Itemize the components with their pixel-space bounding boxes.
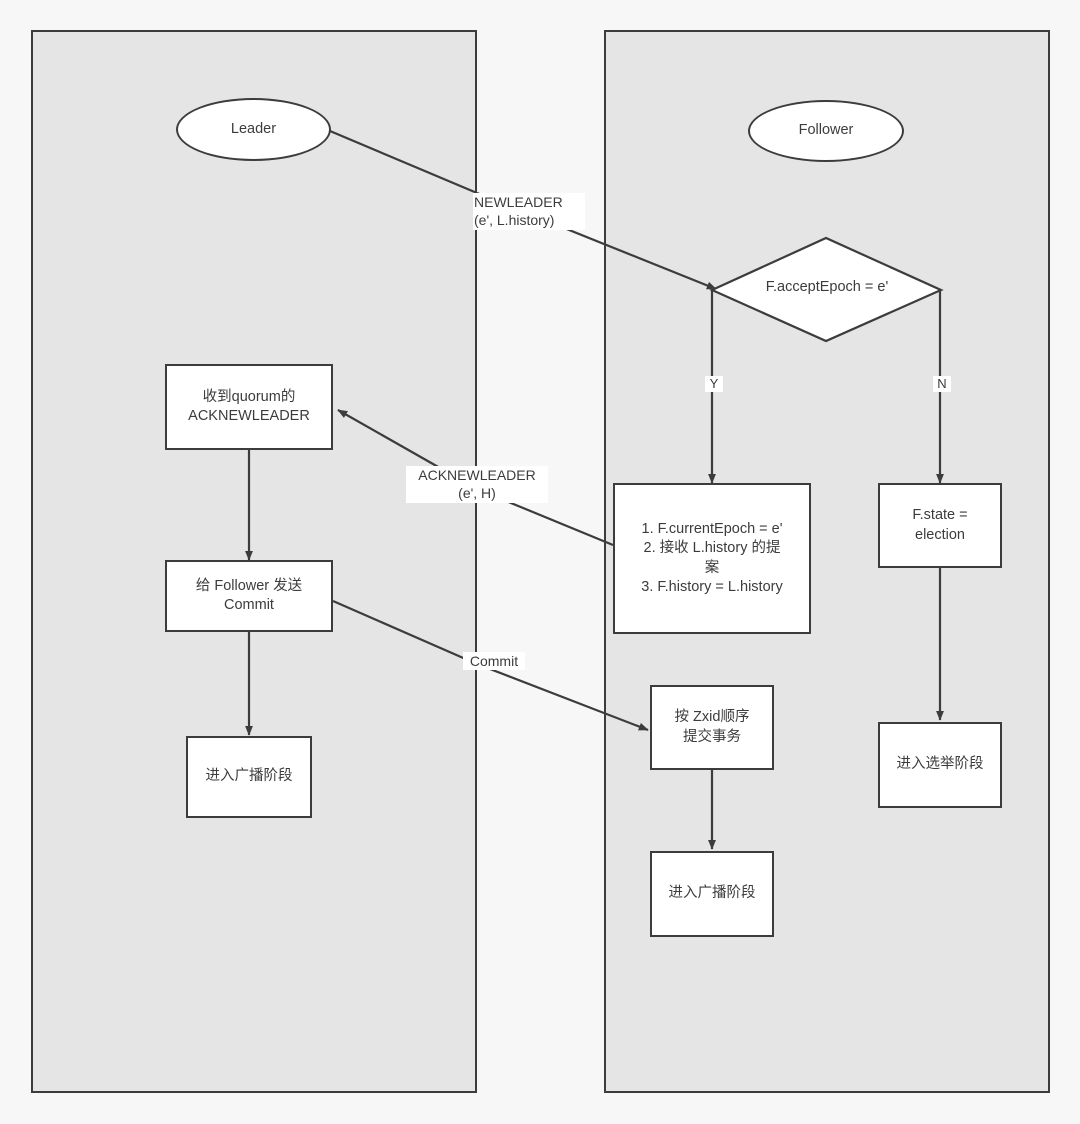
- follower-state-election-node[interactable]: F.state = election: [878, 483, 1002, 568]
- leader-send-commit-node[interactable]: 给 Follower 发送 Commit: [165, 560, 333, 632]
- follower-election-phase-node[interactable]: 进入选举阶段: [878, 722, 1002, 808]
- edge-label-newleader: NEWLEADER (e', L.history): [473, 193, 585, 230]
- branch-label-no: N: [933, 376, 951, 392]
- follower-apply-history-node[interactable]: 1. F.currentEpoch = e' 2. 接收 L.history 的…: [613, 483, 811, 634]
- follower-broadcast-phase-node[interactable]: 进入广播阶段: [650, 851, 774, 937]
- edge-label-commit: Commit: [463, 652, 525, 671]
- follower-commit-zxid-node[interactable]: 按 Zxid顺序 提交事务: [650, 685, 774, 770]
- branch-label-yes: Y: [705, 376, 723, 392]
- leader-quorum-ack-node[interactable]: 收到quorum的 ACKNEWLEADER: [165, 364, 333, 450]
- decision-accept-epoch-label[interactable]: F.acceptEpoch = e': [765, 279, 889, 295]
- leader-start-node[interactable]: Leader: [176, 98, 331, 161]
- edge-label-acknewleader: ACKNEWLEADER (e', H): [406, 466, 548, 503]
- leader-broadcast-phase-node[interactable]: 进入广播阶段: [186, 736, 312, 818]
- follower-start-node[interactable]: Follower: [748, 100, 904, 162]
